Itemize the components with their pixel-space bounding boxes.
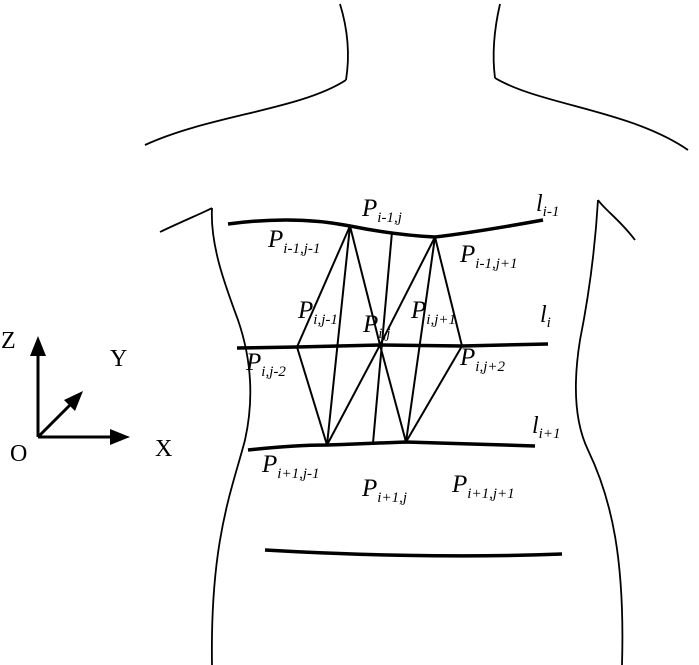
edge-ijp2-ip1jp1	[405, 345, 463, 443]
edge-im1j-ip1j	[372, 231, 393, 444]
body-outline	[144, 3, 689, 665]
z-arrowhead	[30, 336, 46, 356]
axis-label-x: X	[155, 436, 172, 462]
point-label-p-i-jp2: Pi,j+2	[459, 344, 505, 375]
curve-label-l-i-minus-1: li-1	[536, 191, 559, 220]
axis-label-z: Z	[1, 328, 16, 354]
point-label-p-im1-j: Pi-1,j	[361, 195, 402, 226]
point-label-p-im1-jm1: Pi-1,j-1	[267, 226, 320, 257]
point-label-p-i-j: Pi,j	[362, 311, 390, 342]
neck-left	[339, 3, 349, 81]
curve-label-l-i: li	[540, 302, 551, 331]
point-label-p-ip1-jm1: Pi+1,j-1	[261, 451, 319, 482]
point-label-p-i-jm1: Pi,j-1	[297, 297, 338, 328]
point-label-p-i-jm2: Pi,j-2	[245, 349, 286, 380]
horizontal-curves	[227, 218, 563, 558]
torso-left-side	[210, 207, 252, 665]
edge-ij-ip1jm1	[326, 344, 381, 446]
y-arrowhead	[64, 391, 83, 411]
edge-im1jm1-ijm2	[296, 225, 351, 348]
armpit-right	[597, 199, 636, 241]
point-label-p-im1-jp1: Pi-1,j+1	[459, 241, 517, 272]
curve-l-i-plus-1	[247, 440, 536, 452]
edge-im1jm1-ij	[349, 225, 381, 346]
lower-waist-line	[264, 548, 563, 558]
curve-label-l-i-plus-1: li+1	[532, 413, 560, 442]
y-axis	[36, 401, 74, 439]
curve-l-i	[236, 342, 549, 350]
shoulder-left	[144, 79, 347, 146]
edge-im1jp1-ip1jp1	[405, 236, 436, 443]
armpit-left	[159, 207, 213, 233]
edge-im1jp1-ij	[379, 236, 436, 346]
x-arrowhead	[110, 429, 130, 445]
edge-ij-ip1jp1	[379, 344, 407, 443]
neck-right	[492, 3, 501, 79]
axis-label-origin: O	[10, 441, 27, 467]
edge-ijm2-ip1jm1	[296, 346, 328, 446]
coordinate-axes	[30, 336, 130, 445]
triangle-mesh	[296, 225, 463, 446]
point-label-p-i-jp1: Pi,j+1	[410, 297, 456, 328]
curve-l-i-minus-1	[227, 218, 544, 239]
point-label-p-ip1-j: Pi+1,j	[361, 475, 407, 506]
axis-label-y: Y	[110, 346, 127, 372]
torso-right-side	[574, 199, 624, 665]
shoulder-right	[494, 77, 689, 151]
edge-im1jp1-ijp2	[434, 236, 463, 347]
point-label-p-ip1-jp1: Pi+1,j+1	[451, 471, 515, 502]
edge-im1jm1-ip1jm1	[326, 225, 351, 446]
